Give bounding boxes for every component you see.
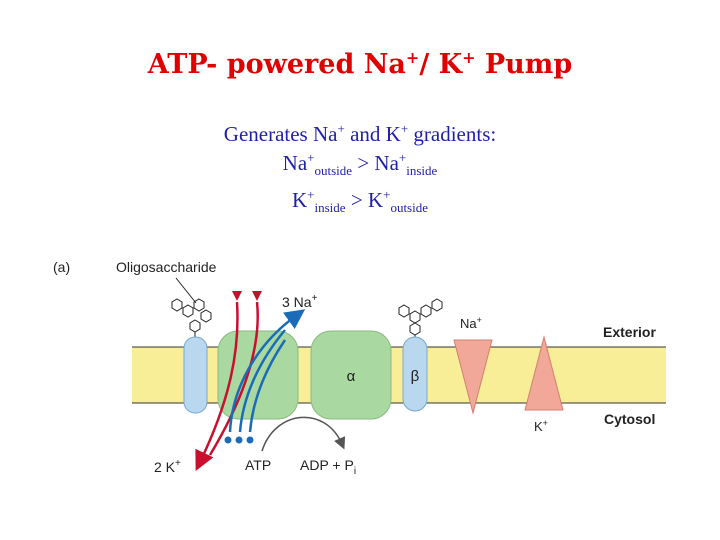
oligosaccharide-pointer: [175, 277, 197, 304]
atp-label: ATP: [245, 457, 271, 473]
na-out-label: 3 Na+: [282, 293, 318, 310]
cytosol-label: Cytosol: [604, 411, 655, 427]
na-ion-dot-2: [235, 436, 243, 444]
na-ion-dot-3: [246, 436, 254, 444]
atp-hydrolysis-arrow: [261, 416, 346, 452]
na-gradient-triangle: [453, 339, 493, 415]
alpha-label: α: [347, 368, 356, 385]
na-ion-path-2: [238, 329, 286, 433]
glycoprotein-capsule: [183, 336, 208, 414]
k-in-label: 2 K+: [154, 458, 181, 475]
k-gradient-triangle: [524, 335, 564, 411]
beta-subunit: [402, 336, 428, 412]
subtitle-line-2: Na+outside > Na+inside: [282, 150, 438, 179]
subtitle-line-1: Generates Na+ and K+ gradients:: [223, 121, 497, 146]
k-triangle-label: K+: [534, 418, 548, 434]
k-entry-marker-left: [232, 291, 242, 301]
subtitle-line-3: K+inside > K+outside: [292, 187, 428, 216]
beta-label: β: [411, 368, 420, 385]
na-triangle-label: Na+: [460, 315, 482, 331]
alpha-subunit: [310, 330, 392, 420]
membrane-bilayer: [132, 347, 666, 403]
adp-pi-label: ADP + Pi: [300, 457, 356, 477]
panel-label: (a): [53, 259, 70, 275]
na-ion-path-3: [248, 339, 287, 433]
slide-subtitle: Generates Na+ and K+ gradients: Na+outsi…: [0, 117, 720, 220]
exterior-label: Exterior: [603, 324, 656, 340]
k-ion-path-right: [208, 301, 259, 456]
k-ion-path-left: [195, 301, 239, 472]
oligosaccharide-label: Oligosaccharide: [116, 259, 217, 275]
oligosaccharide-left-icon: [171, 298, 212, 338]
slide-title: ATP- powered Na+/ K+ Pump: [147, 48, 573, 80]
na-ion-path-1: [228, 309, 306, 433]
oligosaccharide-right-icon: [398, 298, 443, 339]
na-ion-dot-1: [224, 436, 232, 444]
k-entry-marker-right: [252, 291, 262, 301]
